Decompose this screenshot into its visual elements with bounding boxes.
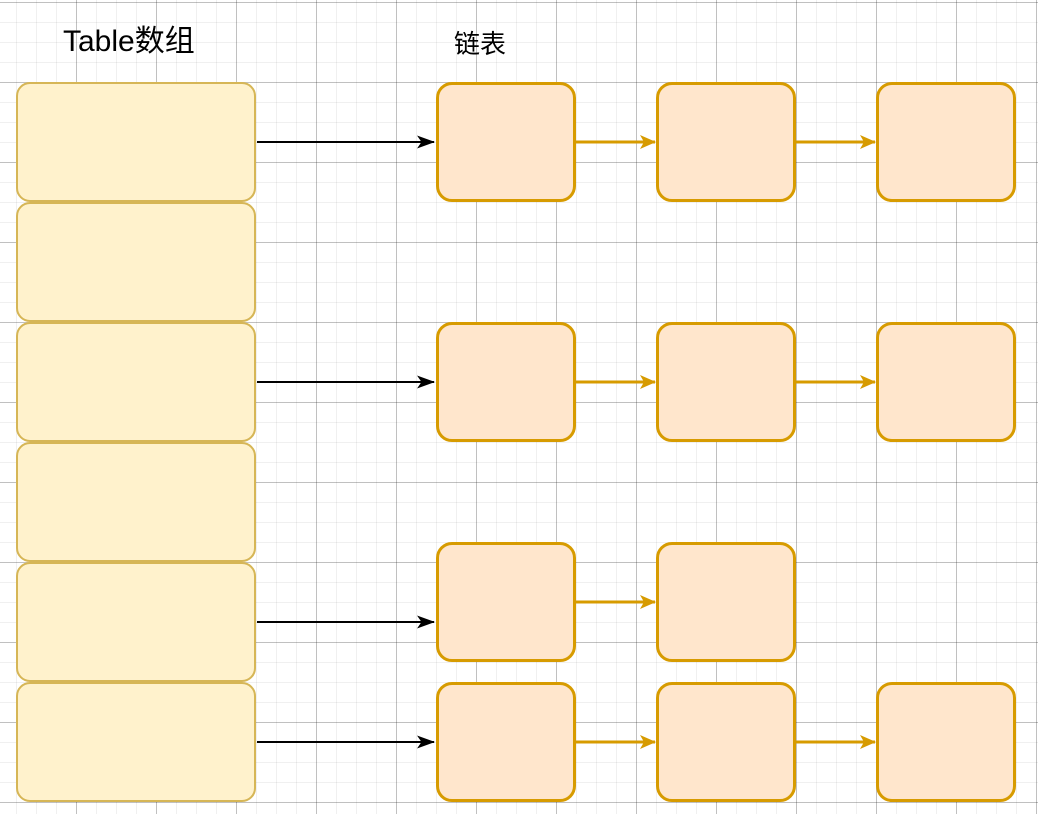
array-slot-1[interactable] (16, 202, 256, 322)
linked-list-column-title: 链表 (454, 29, 507, 59)
array-slot-2[interactable] (16, 322, 256, 442)
list-node-slot2-0[interactable] (436, 322, 576, 442)
list-node-slot5-0[interactable] (436, 682, 576, 802)
list-node-slot5-1[interactable] (656, 682, 796, 802)
list-node-slot4-0[interactable] (436, 542, 576, 662)
list-node-slot2-2[interactable] (876, 322, 1016, 442)
list-node-slot0-2[interactable] (876, 82, 1016, 202)
array-slot-5[interactable] (16, 682, 256, 802)
array-slot-3[interactable] (16, 442, 256, 562)
list-node-slot2-1[interactable] (656, 322, 796, 442)
array-slot-4[interactable] (16, 562, 256, 682)
array-slot-0[interactable] (16, 82, 256, 202)
list-node-slot0-1[interactable] (656, 82, 796, 202)
list-node-slot4-1[interactable] (656, 542, 796, 662)
array-column-title: Table数组 (63, 25, 195, 58)
list-node-slot5-2[interactable] (876, 682, 1016, 802)
list-node-slot0-0[interactable] (436, 82, 576, 202)
